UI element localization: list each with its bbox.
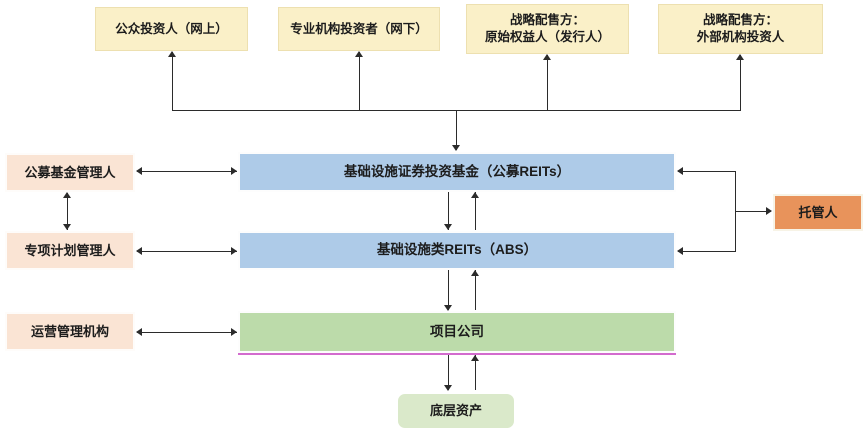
arrowhead-left-operations	[136, 328, 142, 336]
connector-project-to-abs-up	[475, 270, 476, 310]
arrowhead-down-fund	[452, 145, 460, 151]
manager-box-fund-manager: 公募基金管理人	[5, 153, 135, 192]
layer-box-underlying-assets: 底层资产	[395, 391, 517, 431]
arrowhead-left-abs-right-edge	[677, 247, 683, 255]
investor-box-institutional: 专业机构投资者（网下）	[278, 7, 440, 51]
custodian-box: 托管人	[773, 194, 863, 231]
connector-fund-to-custodian-h1	[678, 171, 736, 172]
connector-bus-to-fund	[456, 110, 457, 150]
investor-box-public: 公众投资人（网上）	[95, 7, 248, 51]
manager-box-abs-plan-manager: 专项计划管理人	[5, 231, 135, 270]
arrowhead-right-abs	[231, 247, 237, 255]
project-company-underline	[238, 353, 676, 355]
arrowhead-up-institutional	[355, 51, 363, 57]
connector-public-to-bus	[172, 52, 173, 110]
layer-box-project-company: 项目公司	[238, 311, 676, 353]
arrowhead-down-plan-manager	[63, 224, 71, 230]
connector-custodian-horizontal	[735, 211, 771, 212]
connector-fund-manager-fund	[137, 171, 237, 172]
arrowhead-down-assets	[444, 385, 452, 391]
layer-box-abs: 基础设施类REITs（ABS）	[238, 231, 676, 270]
investor-box-strategic-originator: 战略配售方： 原始权益人（发行人）	[466, 4, 629, 54]
connector-abs-manager-abs	[137, 251, 237, 252]
arrowhead-left-fund-right-edge	[677, 167, 683, 175]
connector-abs-to-custodian-h2	[678, 251, 736, 252]
arrowhead-left-abs-manager	[136, 247, 142, 255]
arrowhead-up-strategic-external	[736, 54, 744, 60]
arrowhead-right-custodian	[766, 207, 772, 215]
connector-fund-manager-plan-manager	[67, 193, 68, 230]
connector-abs-to-project-down	[448, 270, 449, 310]
connector-abs-to-fund-up	[475, 192, 476, 230]
layer-box-public-reits-fund: 基础设施证券投资基金（公募REITs）	[238, 152, 676, 192]
arrowhead-up-fund-bottom	[471, 192, 479, 198]
arrowhead-left-fund-manager	[136, 167, 142, 175]
connector-institutional-to-bus	[359, 52, 360, 110]
connector-operations-project	[137, 332, 237, 333]
connector-project-to-assets-down	[448, 355, 449, 390]
arrowhead-up-abs-bottom	[471, 270, 479, 276]
manager-box-operations-manager: 运营管理机构	[5, 312, 135, 351]
connector-strategic-external-to-bus	[740, 55, 741, 110]
arrowhead-up-public	[168, 51, 176, 57]
arrowhead-up-fund-manager	[63, 192, 71, 198]
arrowhead-down-abs	[444, 224, 452, 230]
arrowhead-up-project-bottom	[471, 355, 479, 361]
arrowhead-right-project	[231, 328, 237, 336]
connector-strategic-originator-to-bus	[547, 55, 548, 110]
arrowhead-down-project	[444, 305, 452, 311]
connector-fund-to-abs-down	[448, 192, 449, 230]
connector-assets-to-project-up	[475, 355, 476, 390]
arrowhead-up-strategic-originator	[543, 54, 551, 60]
investor-box-strategic-external: 战略配售方： 外部机构投资人	[658, 4, 823, 54]
arrowhead-right-fund	[231, 167, 237, 175]
